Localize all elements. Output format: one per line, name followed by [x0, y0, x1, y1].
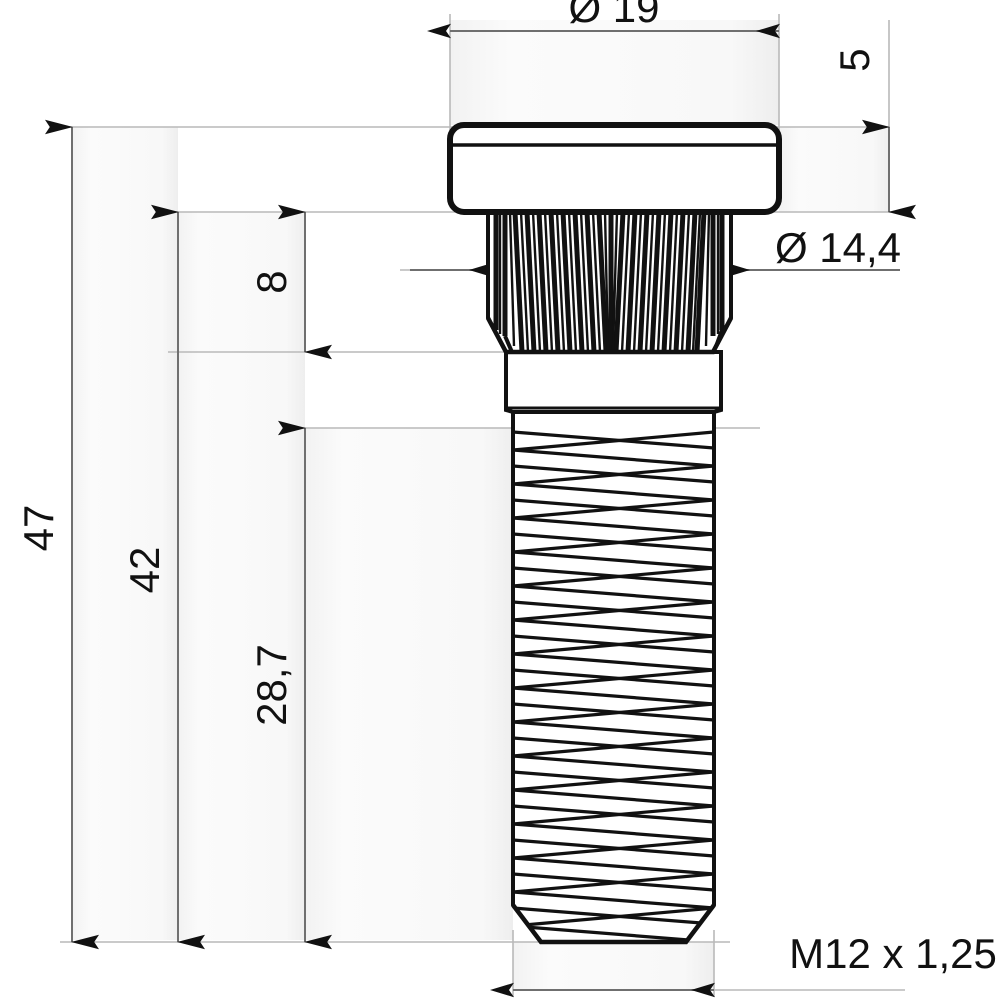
dim-label-shank-length: 42: [121, 547, 168, 594]
dimension-knurl-length: 8: [248, 204, 332, 360]
dimension-shank-length: 42: [121, 204, 205, 950]
dimension-total-length: 47: [15, 119, 99, 950]
bolt-shank-section: [504, 350, 723, 414]
bolt-thread-section: [511, 410, 716, 945]
dim-label-total-length: 47: [15, 505, 62, 552]
dimension-thread-length: 28,7: [248, 420, 332, 950]
dimension-head-diameter: Ø 19: [427, 0, 780, 39]
bolt-knurl-section: [486, 210, 733, 355]
dim-label-thread-length: 28,7: [248, 644, 295, 726]
dim-label-knurl-length: 8: [248, 270, 295, 293]
dim-label-knurl-diameter: Ø 14,4: [775, 224, 901, 271]
dimension-knurl-diameter: Ø 14,4: [410, 224, 901, 278]
dim-label-head-diameter: Ø 19: [568, 0, 659, 31]
dimension-thread-spec: M12 x 1,25: [490, 930, 997, 998]
dim-label-thread-spec: M12 x 1,25: [789, 930, 997, 977]
dimension-head-height: 5: [831, 48, 916, 220]
dim-label-head-height: 5: [831, 48, 878, 71]
bolt-head: [447, 122, 782, 215]
